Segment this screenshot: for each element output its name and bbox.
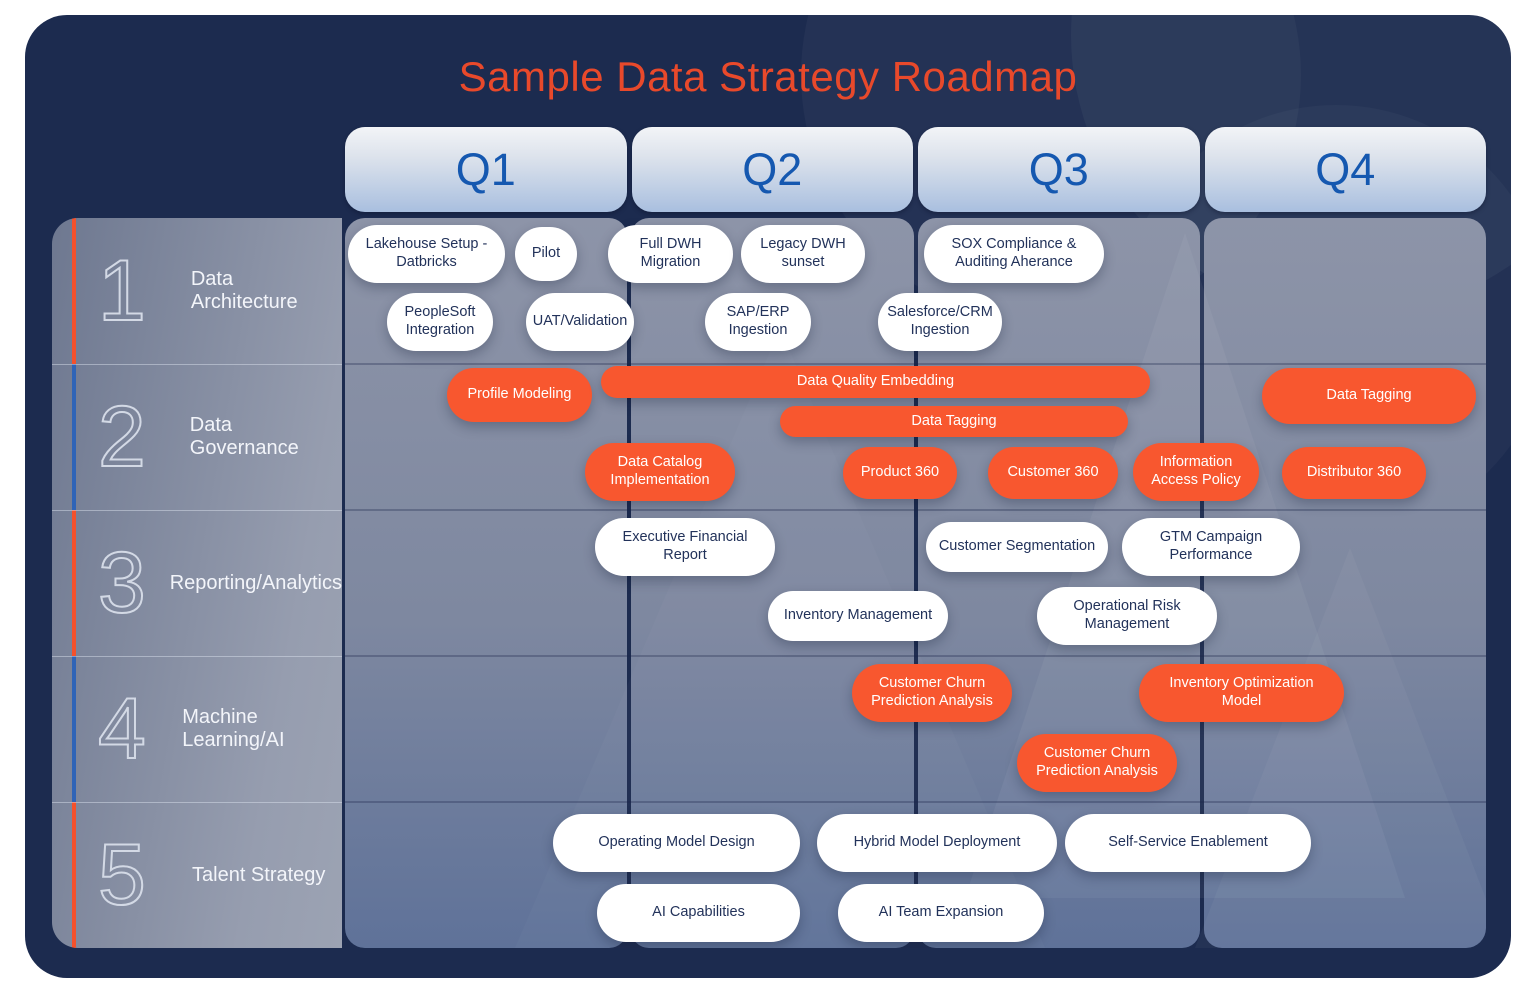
task-pill-customer-segmentation: Customer Segmentation — [926, 522, 1108, 572]
row-accent-bar — [72, 656, 76, 802]
task-pill-full-dwh-migration: Full DWH Migration — [608, 225, 733, 283]
task-pill-hybrid-model-deployment: Hybrid Model Deployment — [817, 814, 1057, 872]
task-label: Data Tagging — [1326, 387, 1412, 404]
task-label: Operational Risk Management — [1073, 598, 1181, 632]
quarter-header-q2: Q2 — [631, 127, 913, 212]
row-divider — [52, 510, 342, 511]
task-pill-data-tagging: Data Tagging — [1262, 368, 1476, 424]
task-pill-customer-churn-prediction-analysis: Customer Churn Prediction Analysis — [852, 664, 1012, 722]
row-divider — [52, 364, 342, 365]
row-accent-bar — [72, 802, 76, 948]
quarter-header-q1: Q1 — [345, 127, 627, 212]
task-label: GTM Campaign Performance — [1159, 529, 1263, 563]
task-label: SAP/ERP Ingestion — [726, 304, 790, 338]
task-pill-product-360: Product 360 — [843, 447, 957, 499]
task-label: Data Tagging — [911, 412, 997, 429]
row-label: Talent Strategy — [192, 863, 326, 886]
task-label: Data Catalog Implementation — [610, 454, 710, 488]
sidebar-row-reporting-analytics: 3 Reporting/Analytics — [52, 510, 342, 656]
task-label: Product 360 — [860, 464, 940, 481]
task-pill-customer-churn-prediction-analysis: Customer Churn Prediction Analysis — [1017, 734, 1177, 792]
row-label: Machine Learning/AI — [182, 706, 285, 751]
row-divider — [52, 802, 342, 803]
task-label: Self-Service Enablement — [1108, 834, 1268, 851]
quarter-header-q3: Q3 — [918, 127, 1200, 212]
task-pill-sap-erp-ingestion: SAP/ERP Ingestion — [705, 293, 811, 351]
row-divider — [345, 655, 1486, 657]
quarter-header-q4: Q4 — [1204, 127, 1486, 212]
task-label: Lakehouse Setup - Datbricks — [365, 236, 488, 270]
task-label: Hybrid Model Deployment — [853, 834, 1021, 851]
task-pill-ai-team-expansion: AI Team Expansion — [838, 884, 1044, 942]
category-sidebar: 1 Data Architecture 2 Data Governance 3 Repor… — [52, 218, 342, 948]
row-number: 4 — [97, 681, 147, 777]
task-pill-operating-model-design: Operating Model Design — [553, 814, 800, 872]
task-label: Information Access Policy — [1151, 454, 1241, 488]
task-label: AI Team Expansion — [878, 904, 1004, 921]
row-divider — [52, 656, 342, 657]
task-pill-pilot: Pilot — [515, 227, 577, 281]
task-label: Pilot — [531, 245, 561, 262]
row-number: 1 — [97, 243, 147, 339]
row-accent-bar — [72, 218, 76, 364]
task-pill-data-quality-embedding: Data Quality Embedding — [601, 366, 1150, 398]
task-pill-peoplesoft-integration: PeopleSoft Integration — [387, 293, 493, 351]
task-pill-ai-capabilities: AI Capabilities — [597, 884, 800, 942]
sidebar-row-talent-strategy: 5 Talent Strategy — [52, 802, 342, 948]
row-divider — [345, 509, 1486, 511]
task-label: Data Quality Embedding — [796, 373, 955, 390]
roadmap-grid: Lakehouse Setup - Datbricks Pilot Full DWH… — [345, 218, 1486, 948]
task-label: UAT/Validation — [532, 313, 628, 330]
task-label: Customer Churn Prediction Analysis — [871, 675, 993, 709]
row-accent-bar — [72, 510, 76, 656]
task-pill-information-access-policy: Information Access Policy — [1133, 443, 1259, 501]
task-label: Legacy DWH sunset — [760, 236, 846, 270]
row-number: 2 — [97, 389, 147, 485]
task-pill-customer-360: Customer 360 — [988, 447, 1118, 499]
row-label: Reporting/Analytics — [169, 571, 342, 594]
task-label: SOX Compliance & Auditing Aherance — [951, 236, 1077, 270]
task-pill-data-tagging: Data Tagging — [780, 406, 1128, 437]
task-pill-gtm-campaign-performance: GTM Campaign Performance — [1122, 518, 1300, 576]
task-pill-legacy-dwh-sunset: Legacy DWH sunset — [741, 225, 865, 283]
task-pill-data-catalog-implementation: Data Catalog Implementation — [585, 443, 735, 501]
task-pill-uat-validation: UAT/Validation — [526, 293, 634, 351]
sidebar-row-data-architecture: 1 Data Architecture — [52, 218, 342, 364]
task-pill-executive-financial-report: Executive Financial Report — [595, 518, 775, 576]
sidebar-row-machine-learning-ai: 4 Machine Learning/AI — [52, 656, 342, 802]
task-label: Profile Modeling — [467, 386, 572, 403]
task-label: Customer Churn Prediction Analysis — [1036, 745, 1158, 779]
task-pill-distributor-360: Distributor 360 — [1282, 447, 1426, 499]
task-label: Customer 360 — [1007, 464, 1099, 481]
task-pill-profile-modeling: Profile Modeling — [447, 368, 592, 422]
task-label: PeopleSoft Integration — [404, 304, 476, 338]
task-label: Operating Model Design — [598, 834, 755, 851]
task-pill-inventory-optimization-model: Inventory Optimization Model — [1139, 664, 1344, 722]
task-pill-lakehouse-setup-datbricks: Lakehouse Setup - Datbricks — [348, 225, 505, 283]
task-pill-self-service-enablement: Self-Service Enablement — [1065, 814, 1311, 872]
task-pill-salesforce-crm-ingestion: Salesforce/CRM Ingestion — [878, 293, 1002, 351]
task-label: AI Capabilities — [652, 904, 745, 921]
task-pill-inventory-management: Inventory Management — [768, 591, 948, 641]
task-label: Distributor 360 — [1306, 464, 1402, 481]
row-number: 5 — [97, 827, 147, 923]
task-label: Full DWH Migration — [639, 236, 702, 270]
page-title: Sample Data Strategy Roadmap — [458, 53, 1078, 100]
row-label: Data Architecture — [190, 268, 298, 313]
task-label: Executive Financial Report — [622, 529, 748, 563]
task-label: Inventory Management — [783, 607, 933, 624]
row-accent-bar — [72, 364, 76, 510]
task-label: Inventory Optimization Model — [1169, 675, 1314, 709]
task-pill-sox-compliance-auditing-aherance: SOX Compliance & Auditing Aherance — [924, 225, 1104, 283]
row-divider — [345, 363, 1486, 365]
sidebar-row-data-governance: 2 Data Governance — [52, 364, 342, 510]
task-label: Customer Segmentation — [938, 538, 1096, 555]
row-number: 3 — [97, 535, 147, 631]
task-label: Salesforce/CRM Ingestion — [887, 304, 993, 338]
row-label: Data Governance — [189, 414, 299, 459]
row-divider — [345, 801, 1486, 803]
task-pill-operational-risk-management: Operational Risk Management — [1037, 587, 1217, 645]
